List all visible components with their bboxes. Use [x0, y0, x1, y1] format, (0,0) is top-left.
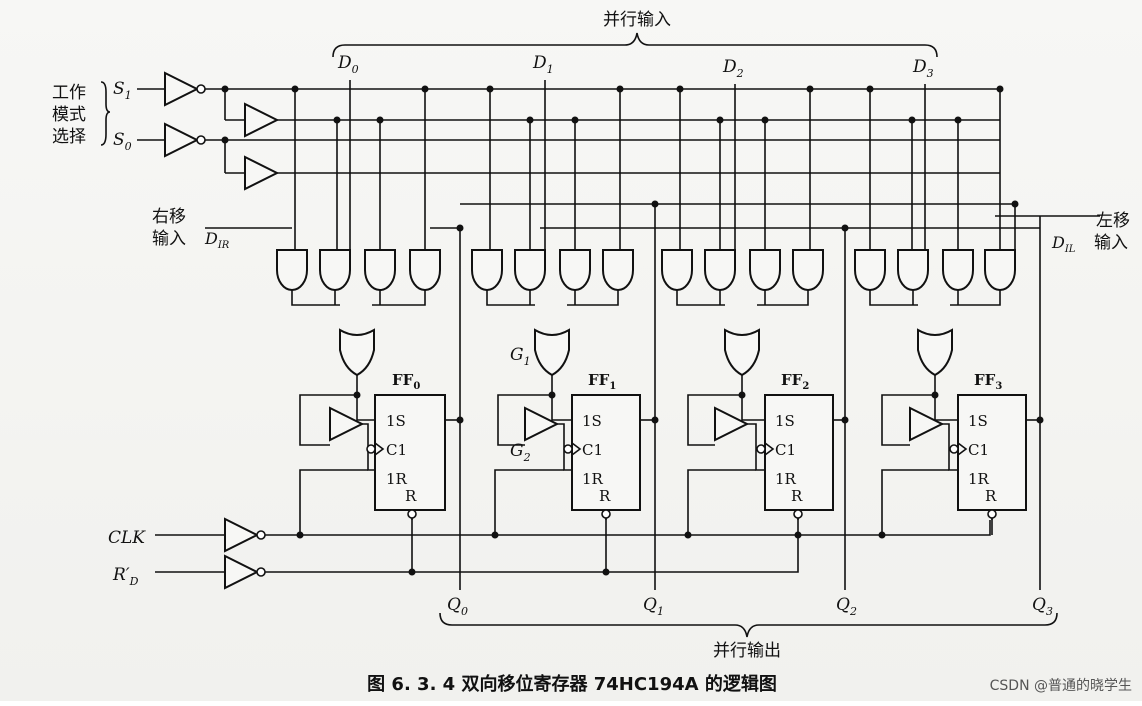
s1-inverter — [137, 71, 206, 107]
ff1-name: FF1 — [588, 371, 616, 392]
and-gates-group-3 — [854, 249, 1016, 291]
parallel-input-label: 并行输入 — [603, 10, 671, 30]
parallel-output-brace — [439, 612, 1058, 638]
g1-label: G1 — [510, 345, 531, 368]
ff1-r-pin: 1R — [582, 470, 604, 488]
feedback-lines — [430, 203, 1100, 590]
s1-label: S1 — [113, 79, 132, 102]
ff1 — [497, 385, 641, 520]
and-gates-group-1 — [471, 249, 634, 291]
s0-buffer — [244, 155, 280, 191]
q2-label: Q2 — [836, 595, 857, 618]
figure-caption: 图 6. 3. 4 双向移位寄存器 74HC194A 的逻辑图 — [367, 673, 777, 695]
dil-label: DIL — [1051, 233, 1076, 255]
ff2-reset-pin: R — [791, 487, 803, 505]
ff3-c-pin: C1 — [968, 441, 989, 459]
left-shift-label-2: 输入 — [1094, 233, 1128, 253]
mode-label-3: 选择 — [52, 127, 86, 147]
dir-label: DIR — [204, 229, 230, 251]
ff1-reset-pin: R — [599, 487, 611, 505]
d-input-lines — [349, 80, 926, 250]
parallel-output-label: 并行输出 — [713, 641, 781, 661]
watermark: CSDN @普通的晓学生 — [990, 678, 1132, 694]
ff2-c-pin: C1 — [775, 441, 796, 459]
ff2-name: FF2 — [781, 371, 809, 392]
or-gate-3 — [869, 290, 1001, 385]
parallel-input-brace — [332, 32, 938, 58]
s0-inverter — [137, 122, 206, 158]
ff0-r-pin: 1R — [386, 470, 408, 488]
q0-label: Q0 — [447, 595, 468, 618]
or-gate-1 — [486, 290, 619, 385]
ff0-name: FF0 — [392, 371, 420, 392]
mode-brace — [100, 81, 111, 146]
ff3-reset-pin: R — [985, 487, 997, 505]
q1-label: Q1 — [643, 595, 664, 618]
d3-label: D3 — [912, 57, 934, 80]
or-gate-0 — [291, 290, 426, 385]
ff1-s-pin: 1S — [582, 412, 602, 430]
and-input-taps — [294, 89, 1001, 250]
ff2 — [687, 385, 834, 520]
ff2-s-pin: 1S — [775, 412, 795, 430]
ff3 — [881, 385, 1027, 520]
ff0-s-pin: 1S — [386, 412, 406, 430]
d1-label: D1 — [532, 53, 554, 76]
s1-buffer — [244, 102, 280, 138]
ff1-c-pin: C1 — [582, 441, 603, 459]
mode-bus — [205, 88, 1000, 174]
ff3-s-pin: 1S — [968, 412, 988, 430]
d2-label: D2 — [722, 57, 744, 80]
right-shift-label-2: 输入 — [152, 229, 186, 249]
and-gates-group-0 — [276, 249, 441, 291]
d0-label: D0 — [337, 53, 359, 76]
ff0-reset-pin: R — [405, 487, 417, 505]
mode-label-2: 模式 — [52, 105, 86, 125]
ff3-name: FF3 — [974, 371, 1002, 392]
g2-label: G2 — [510, 441, 531, 464]
s0-label: S0 — [113, 130, 132, 153]
ff3-r-pin: 1R — [968, 470, 990, 488]
rd-inverter — [155, 554, 606, 590]
and-gates-group-2 — [661, 249, 824, 291]
clk-label: CLK — [108, 528, 146, 548]
ff0 — [299, 385, 446, 520]
mode-label-1: 工作 — [52, 83, 86, 103]
or-gate-2 — [676, 290, 809, 385]
right-shift-label-1: 右移 — [152, 207, 186, 227]
left-shift-label-1: 左移 — [1096, 211, 1130, 231]
rd-label: R′D — [112, 565, 139, 588]
clk-inverter — [155, 517, 991, 553]
ff0-c-pin: C1 — [386, 441, 407, 459]
q3-label: Q3 — [1032, 595, 1053, 618]
junctions — [221, 85, 1044, 576]
ff2-r-pin: 1R — [775, 470, 797, 488]
